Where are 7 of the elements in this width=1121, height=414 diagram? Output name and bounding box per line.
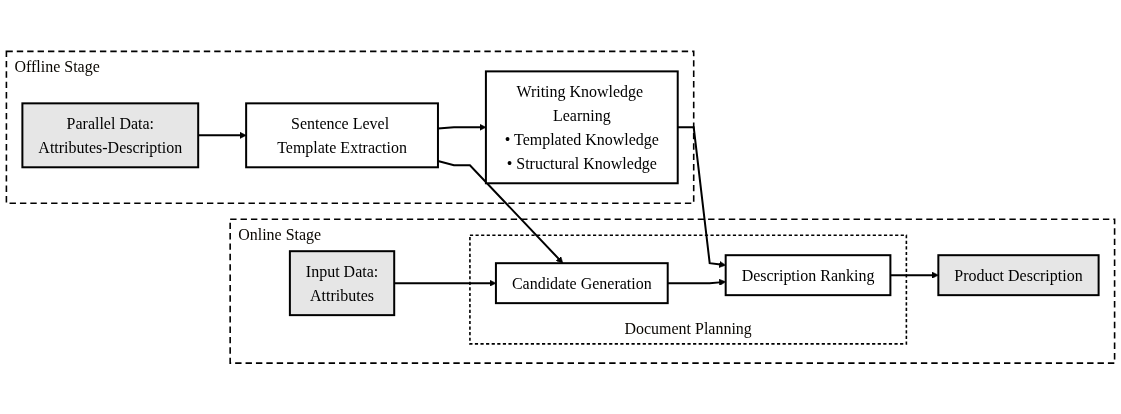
node-box: Description Ranking (724, 253, 892, 296)
node-box: Candidate Generation (494, 261, 669, 304)
node-box: Writing Knowledge Learning • Templated Knowledge • Structural Knowledge (484, 70, 679, 184)
node-box: Product Description (937, 253, 1100, 296)
node-box: Parallel Data: Attributes-Description (21, 102, 200, 169)
node-box: Input Data: Attributes (288, 249, 396, 316)
node-box: Sentence Level Template Extraction (245, 102, 439, 169)
